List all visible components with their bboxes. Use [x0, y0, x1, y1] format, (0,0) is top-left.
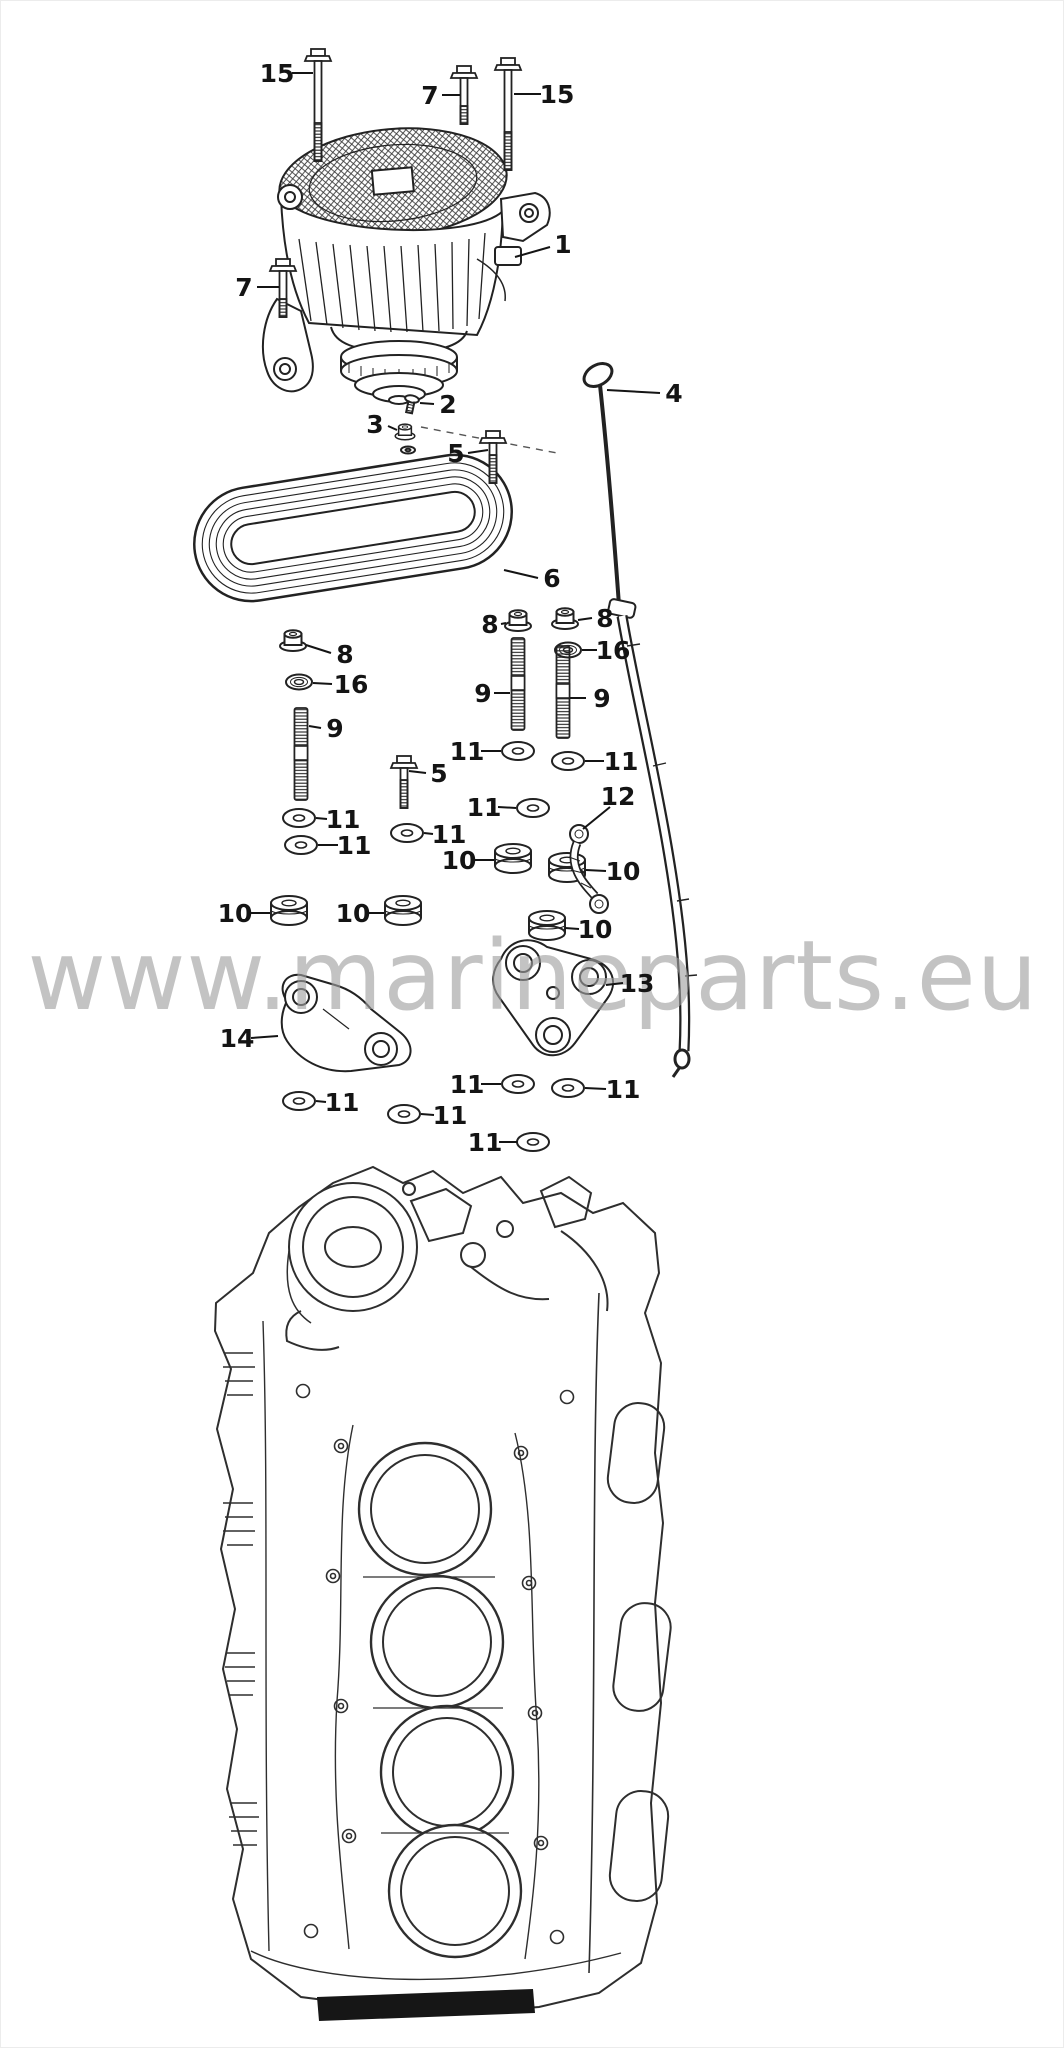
callout-label-11: 11 [433, 1101, 468, 1130]
callout-label-5: 5 [430, 759, 447, 788]
engine-block-drawing [213, 1165, 672, 2021]
callout-label-6: 6 [543, 564, 560, 593]
callout-label-1: 1 [554, 230, 571, 259]
callout-label-4: 4 [665, 379, 682, 408]
callout-line-1 [514, 246, 551, 258]
callout-label-12: 12 [601, 782, 636, 811]
washer-16-drawing [285, 673, 313, 691]
washer-11-drawing [501, 741, 535, 761]
callout-label-11: 11 [606, 1075, 641, 1104]
washer-3-drawing [400, 445, 416, 455]
watermark: www.marineparts.eu [28, 920, 1039, 1032]
washer-11-drawing [282, 808, 316, 828]
callout-label-13: 13 [620, 969, 655, 998]
callout-line-6 [503, 569, 539, 579]
alternator-drawing [261, 127, 558, 455]
callout-line-2 [419, 402, 435, 405]
nut-8-drawing [551, 607, 579, 630]
bolt-15-drawing [494, 57, 522, 171]
bracket-13-drawing [492, 939, 615, 1057]
screw-2-drawing [404, 394, 420, 415]
callout-label-10: 10 [218, 899, 253, 928]
callout-label-11: 11 [337, 831, 372, 860]
callout-label-11: 11 [325, 1088, 360, 1117]
washer-11-drawing [516, 1132, 550, 1152]
callout-line-4 [606, 389, 661, 394]
callout-label-5: 5 [447, 439, 464, 468]
callout-line-5 [467, 449, 489, 454]
callout-line-11 [420, 1113, 435, 1116]
callout-label-8: 8 [596, 604, 613, 633]
nut-3-drawing [394, 423, 416, 441]
callout-line-9 [308, 725, 322, 729]
callout-line-8 [577, 617, 593, 621]
washer-11-drawing [282, 1091, 316, 1111]
washer-11-drawing [516, 798, 550, 818]
nut-8-drawing [504, 609, 532, 632]
callout-label-15: 15 [540, 80, 575, 109]
callout-label-8: 8 [336, 640, 353, 669]
callout-label-10: 10 [336, 899, 371, 928]
callout-line-11 [584, 1087, 607, 1090]
callout-line-8 [500, 622, 507, 625]
callout-label-10: 10 [578, 915, 613, 944]
washer-11-drawing [390, 823, 424, 843]
callout-line-13 [605, 982, 624, 986]
callout-label-14: 14 [220, 1024, 255, 1053]
belt-drawing [193, 453, 513, 603]
callout-label-11: 11 [467, 793, 502, 822]
callout-label-7: 7 [421, 81, 438, 110]
callout-label-11: 11 [450, 737, 485, 766]
callout-line-5 [408, 770, 427, 774]
bolt-5-drawing [390, 755, 418, 809]
callout-label-7: 7 [235, 273, 252, 302]
callout-label-9: 9 [474, 679, 491, 708]
callout-label-11: 11 [604, 747, 639, 776]
callout-label-11: 11 [468, 1128, 503, 1157]
washer-11-drawing [551, 1078, 585, 1098]
callout-label-16: 16 [334, 670, 369, 699]
callout-label-9: 9 [593, 684, 610, 713]
washer-11-drawing [501, 1074, 535, 1094]
callout-line-10 [564, 927, 580, 930]
stud-9-drawing [293, 707, 309, 801]
callout-line-11 [423, 832, 434, 835]
washer-11-drawing [284, 835, 318, 855]
callout-label-10: 10 [442, 846, 477, 875]
bracket-14-drawing [280, 973, 412, 1073]
callout-line-3 [387, 425, 398, 431]
callout-line-12 [582, 806, 611, 830]
callout-label-2: 2 [439, 390, 456, 419]
washer-11-drawing [387, 1104, 421, 1124]
dipstick-drawing [582, 362, 698, 1078]
stud-9-drawing [555, 645, 571, 739]
callout-label-3: 3 [366, 410, 383, 439]
callout-line-10 [585, 869, 607, 872]
ground-strap-drawing [568, 824, 609, 914]
callout-line-8 [305, 644, 332, 654]
nut-8-drawing [279, 629, 307, 652]
callout-label-9: 9 [326, 714, 343, 743]
callout-line-14 [250, 1035, 279, 1039]
callout-label-11: 11 [450, 1070, 485, 1099]
callout-label-16: 16 [596, 636, 631, 665]
callout-label-10: 10 [606, 857, 641, 886]
stud-9-drawing [510, 637, 526, 731]
callout-label-11: 11 [326, 805, 361, 834]
callout-line-11 [315, 1100, 327, 1103]
callout-line-11 [315, 817, 328, 820]
callout-label-15: 15 [260, 59, 295, 88]
callout-label-11: 11 [432, 820, 467, 849]
mount-10-drawing [494, 843, 532, 874]
callout-line-16 [312, 682, 333, 685]
callout-line-11 [497, 806, 517, 809]
callout-label-8: 8 [481, 610, 498, 639]
washer-11-drawing [551, 751, 585, 771]
